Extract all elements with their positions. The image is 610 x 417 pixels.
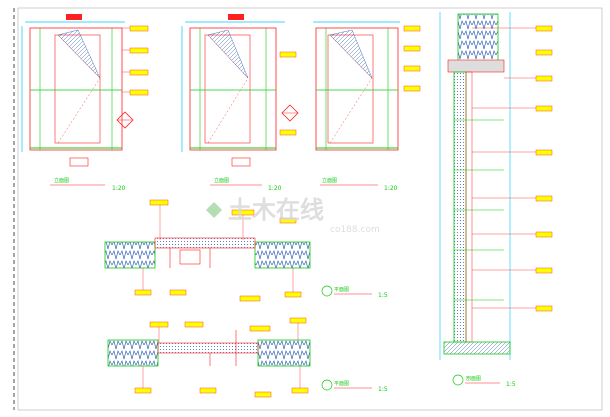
plan-1-title: 平面图 xyxy=(334,287,349,293)
plan-1-scale: 1:5 xyxy=(378,292,388,299)
watermark: 土木在线 co188.com xyxy=(206,196,380,235)
elevation-2-title: 立面图 xyxy=(214,177,229,184)
elevation-1-scale: 1:20 xyxy=(112,185,126,192)
elevation-3-scale: 1:20 xyxy=(384,185,398,192)
elevation-1-title: 立面图 xyxy=(54,177,69,184)
section-title: 剖面图 xyxy=(466,375,481,382)
plan-1: 平面图 1:5 xyxy=(104,199,388,302)
elevation-2: 立面图 1:20 xyxy=(181,14,299,192)
watermark-brand: 土木在线 xyxy=(228,196,324,224)
watermark-url: co188.com xyxy=(330,225,380,235)
section-scale: 1:5 xyxy=(506,381,516,388)
elevation-1: 立面图 1:20 xyxy=(21,14,149,192)
elevation-3: 立面图 1:20 xyxy=(313,21,421,192)
vertical-section: 剖面图 1:5 xyxy=(439,12,553,388)
plan-2: 平面图 1:5 xyxy=(107,317,388,398)
sheet-border xyxy=(13,7,603,411)
elevation-3-title: 立面图 xyxy=(322,177,337,184)
elevation-2-scale: 1:20 xyxy=(268,185,282,192)
plan-2-title: 平面图 xyxy=(334,381,349,387)
plan-2-scale: 1:5 xyxy=(378,386,388,393)
